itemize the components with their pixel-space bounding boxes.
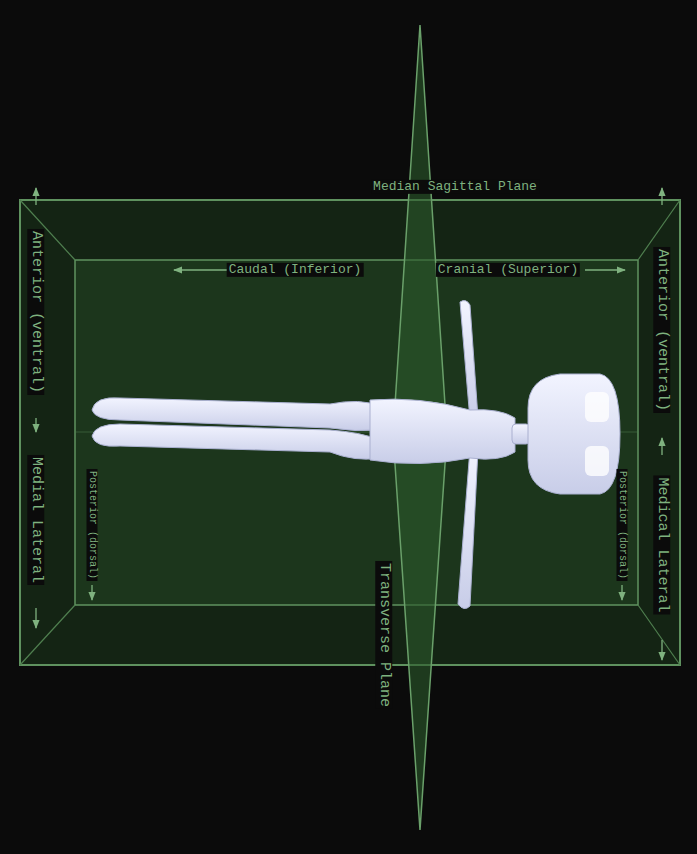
human-figure — [92, 301, 620, 609]
axis-label: Posterior (dorsal) — [87, 469, 98, 581]
axis-label: Caudal (Inferior) — [227, 263, 364, 277]
eye-highlights — [585, 392, 609, 476]
axis-label: Median Sagittal Plane — [371, 180, 539, 194]
axis-label: Posterior (dorsal) — [617, 469, 628, 581]
axis-label: Anterior (ventral) — [654, 247, 671, 413]
direction-arrows — [36, 188, 662, 660]
axis-label: Transverse Plane — [376, 561, 393, 709]
axis-label: Medial Lateral — [28, 455, 45, 585]
sagittal-plane — [20, 200, 680, 665]
sagittal-plane-back — [75, 260, 638, 605]
axis-label: Medical Lateral — [654, 475, 671, 614]
axis-label: Anterior (ventral) — [28, 229, 45, 395]
plane-edges — [20, 200, 680, 665]
axis-label: Cranial (Superior) — [436, 263, 580, 277]
